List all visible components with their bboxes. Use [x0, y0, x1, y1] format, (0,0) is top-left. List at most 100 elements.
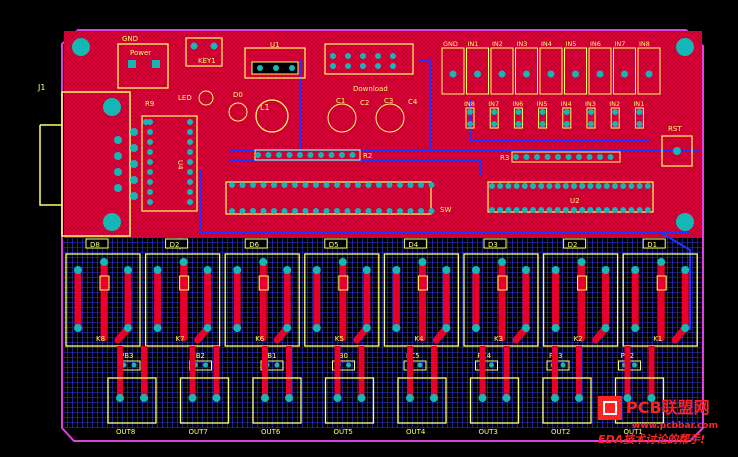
- relay: [383, 253, 460, 347]
- gnd-label: GND: [122, 35, 138, 43]
- input-terminal: [539, 47, 563, 95]
- relay-label: K1: [653, 335, 662, 343]
- output-terminal: [252, 377, 302, 424]
- resistor-label: IN8: [464, 100, 475, 108]
- c4-label: C4: [408, 98, 418, 106]
- relay: [65, 253, 141, 347]
- input-terminal-label: IN2: [492, 40, 503, 48]
- resistor-label: IN3: [585, 100, 596, 108]
- output-terminal: [107, 377, 157, 424]
- watermark: PCB联盟网 www.pcbbar.com EDA技术讨论的帮手!: [598, 396, 718, 446]
- reset-button: [661, 135, 693, 167]
- u1-regulator: [244, 47, 306, 79]
- watermark-brand: PCB联盟网: [626, 398, 710, 417]
- output-label: OUT4: [406, 428, 426, 436]
- diode: [85, 238, 109, 249]
- input-terminal-label: IN4: [541, 40, 552, 48]
- key1-switch: [185, 37, 223, 67]
- diode: [324, 238, 348, 249]
- c3-label: C3: [384, 97, 393, 105]
- d0-label: D0: [233, 91, 243, 99]
- resistor-label: IN2: [609, 100, 620, 108]
- diode-label: D3: [488, 241, 498, 249]
- resistor: [562, 107, 572, 129]
- mounting-holes: [72, 38, 694, 231]
- input-terminal-label: IN7: [615, 40, 626, 48]
- diode: [403, 238, 427, 249]
- pad-grid: [114, 53, 681, 214]
- rst-label: RST: [668, 125, 682, 133]
- resistor-label: IN1: [633, 100, 644, 108]
- c2-label: C2: [360, 99, 369, 107]
- output-terminal: [469, 377, 520, 424]
- resistor-label: IN6: [512, 100, 523, 108]
- relay: [304, 253, 380, 347]
- output-label: OUT7: [189, 428, 208, 436]
- u4-chip: [141, 115, 198, 212]
- sw-dip: [225, 181, 432, 215]
- pin-label: PB2: [192, 352, 205, 360]
- r3-array: [511, 151, 621, 163]
- relay-area: [64, 238, 702, 428]
- input-terminal: [466, 47, 489, 95]
- relay-label: K7: [176, 335, 185, 343]
- resistor: [634, 107, 644, 129]
- output-terminal: [542, 377, 592, 424]
- diode-label: D5: [329, 241, 339, 249]
- resistor: [586, 107, 596, 129]
- power-label: Power: [130, 49, 151, 57]
- relay: [144, 253, 221, 347]
- relay-label: K8: [96, 335, 105, 343]
- resistor: [513, 107, 523, 129]
- input-terminal-label: IN1: [468, 40, 479, 48]
- download-header: [324, 43, 414, 75]
- resistor: [489, 107, 499, 129]
- diode: [642, 238, 666, 249]
- diode: [483, 238, 507, 249]
- led: [198, 90, 214, 106]
- led-label: LED: [178, 94, 192, 102]
- diode-label: D2: [170, 241, 180, 249]
- d0: [228, 102, 248, 122]
- output-terminal: [397, 377, 447, 424]
- resistor: [610, 107, 620, 129]
- diode-label: D8: [90, 241, 100, 249]
- input-terminal: [490, 47, 514, 95]
- output-label: OUT8: [116, 428, 135, 436]
- pin-label: PB3: [120, 352, 133, 360]
- output-label: OUT1: [624, 428, 643, 436]
- u4-label: U4: [176, 160, 184, 170]
- copper-pour-top: [64, 31, 702, 238]
- key1-label: KEY1: [198, 57, 216, 65]
- relay-label: K5: [335, 335, 344, 343]
- resistor-label: IN7: [488, 100, 499, 108]
- input-terminal-label: IN3: [517, 40, 528, 48]
- relay-label: K2: [574, 335, 583, 343]
- r3-label: R3: [500, 154, 509, 162]
- output-terminal: [179, 377, 230, 424]
- u1-label: U1: [270, 41, 280, 49]
- j1-label: J1: [37, 83, 45, 92]
- u2-label: U2: [570, 197, 580, 205]
- relay-label: K6: [255, 335, 265, 343]
- c1-label: C1: [336, 97, 345, 105]
- resistor: [538, 107, 548, 129]
- l1-inductor: [255, 99, 289, 133]
- diode: [244, 238, 268, 249]
- diode: [165, 238, 189, 249]
- relay-label: K4: [414, 335, 424, 343]
- output-label: OUT6: [261, 428, 281, 436]
- db9-outline: [61, 91, 131, 237]
- diode-label: D6: [249, 241, 259, 249]
- resistor: [465, 107, 475, 129]
- pin-label: PB0: [335, 352, 348, 360]
- output-label: OUT2: [551, 428, 570, 436]
- relay-label: K3: [494, 335, 503, 343]
- diode: [563, 238, 587, 249]
- diode-label: D1: [647, 241, 657, 249]
